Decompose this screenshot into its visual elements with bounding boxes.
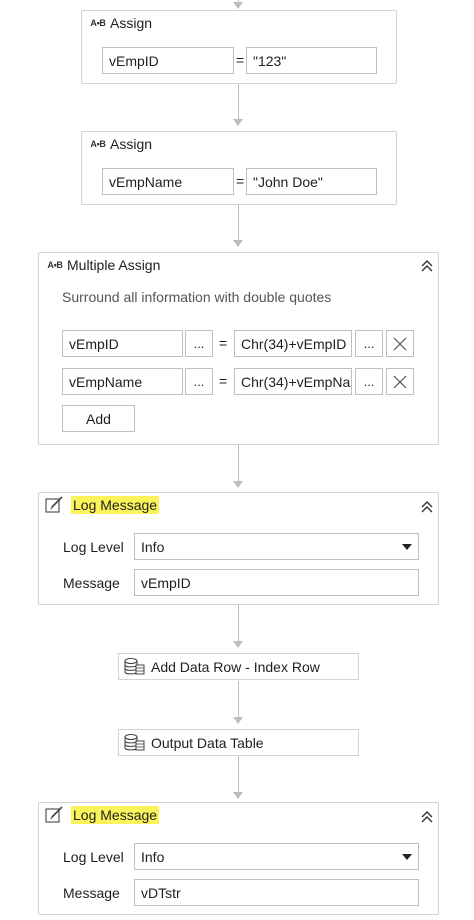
assign-activity-1[interactable]: A•B Assign vEmpID = "123" — [81, 10, 397, 84]
log-pencil-icon — [45, 806, 63, 823]
a-b-assign-icon: A•B — [90, 139, 106, 149]
equals-sign: = — [236, 173, 245, 189]
message-label: Message — [63, 575, 120, 591]
multi-row-1-to-ellipsis-button[interactable]: ... — [185, 330, 213, 357]
multiple-assign-title: Multiple Assign — [67, 257, 161, 273]
log-level-value: Info — [141, 848, 165, 865]
a-b-assign-icon: A•B — [47, 260, 63, 270]
multi-row-1-delete-button[interactable] — [386, 330, 414, 357]
connector — [238, 84, 239, 120]
log-message-header: Log Message — [39, 803, 438, 827]
assign-value-field[interactable]: "123" — [246, 47, 377, 74]
connector — [238, 681, 239, 717]
a-b-assign-icon: A•B — [90, 18, 106, 28]
equals-sign: = — [219, 335, 228, 351]
assign-to-field[interactable]: vEmpName — [102, 168, 234, 195]
connector — [238, 605, 239, 641]
dropdown-arrow-icon — [402, 854, 412, 860]
close-icon — [393, 375, 407, 388]
equals-sign: = — [219, 373, 228, 389]
connector — [238, 445, 239, 481]
annotation-text: Surround all information with double quo… — [62, 289, 332, 305]
assign-title: Assign — [110, 15, 153, 31]
message-label: Message — [63, 885, 120, 901]
dropdown-arrow-icon — [402, 544, 412, 550]
message-field[interactable]: vEmpID — [134, 569, 419, 596]
connector-arrow — [233, 792, 243, 799]
connector-arrow — [233, 119, 243, 126]
log-message-title: Log Message — [71, 806, 160, 824]
log-level-select[interactable]: Info — [134, 533, 419, 560]
multiple-assign-header: A•B Multiple Assign — [39, 253, 438, 277]
multi-row-1-to[interactable]: vEmpID — [62, 330, 183, 357]
connector — [238, 205, 239, 241]
multi-row-1-value-ellipsis-button[interactable]: ... — [355, 330, 383, 357]
output-data-table-title: Output Data Table — [151, 734, 264, 751]
log-message-title: Log Message — [71, 496, 160, 514]
log-pencil-icon — [45, 496, 63, 513]
database-icon — [124, 657, 145, 674]
add-data-row-activity[interactable]: Add Data Row - Index Row — [118, 653, 359, 680]
connector-arrow — [233, 2, 243, 9]
collapse-chevron-icon[interactable] — [419, 809, 435, 825]
collapse-chevron-icon[interactable] — [419, 258, 435, 274]
connector-arrow — [233, 240, 243, 247]
database-icon — [124, 733, 145, 750]
assign-value-field[interactable]: "John Doe" — [246, 168, 377, 195]
assign-activity-2[interactable]: A•B Assign vEmpName = "John Doe" — [81, 131, 397, 205]
close-icon — [393, 337, 407, 350]
add-row-button[interactable]: Add — [62, 405, 135, 432]
collapse-chevron-icon[interactable] — [419, 499, 435, 515]
multiple-assign-activity[interactable]: A•B Multiple Assign Surround all informa… — [38, 252, 439, 445]
log-message-activity-1[interactable]: Log Message Log Level Info Message vEmpI… — [38, 492, 439, 605]
multi-row-2-to-ellipsis-button[interactable]: ... — [185, 368, 213, 395]
assign-title: Assign — [110, 136, 153, 152]
assign-header: A•B Assign — [82, 11, 396, 35]
connector-arrow — [233, 641, 243, 648]
multi-row-2-to[interactable]: vEmpName — [62, 368, 183, 395]
log-level-value: Info — [141, 538, 165, 555]
log-message-header: Log Message — [39, 493, 438, 517]
multi-row-2-value-ellipsis-button[interactable]: ... — [355, 368, 383, 395]
multi-row-2-value[interactable]: Chr(34)+vEmpNa — [234, 368, 352, 395]
add-data-row-title: Add Data Row - Index Row — [151, 658, 320, 675]
log-message-activity-2[interactable]: Log Message Log Level Info Message vDTst… — [38, 802, 439, 915]
assign-to-field[interactable]: vEmpID — [102, 47, 234, 74]
equals-sign: = — [236, 52, 245, 68]
log-level-label: Log Level — [63, 539, 124, 555]
multi-row-1-value[interactable]: Chr(34)+vEmpID — [234, 330, 352, 357]
log-level-select[interactable]: Info — [134, 843, 419, 870]
assign-header: A•B Assign — [82, 132, 396, 156]
connector-arrow — [233, 481, 243, 488]
output-data-table-activity[interactable]: Output Data Table — [118, 729, 359, 756]
connector-arrow — [233, 717, 243, 724]
message-field[interactable]: vDTstr — [134, 879, 419, 906]
multi-row-2-delete-button[interactable] — [386, 368, 414, 395]
log-level-label: Log Level — [63, 849, 124, 865]
connector — [238, 756, 239, 792]
